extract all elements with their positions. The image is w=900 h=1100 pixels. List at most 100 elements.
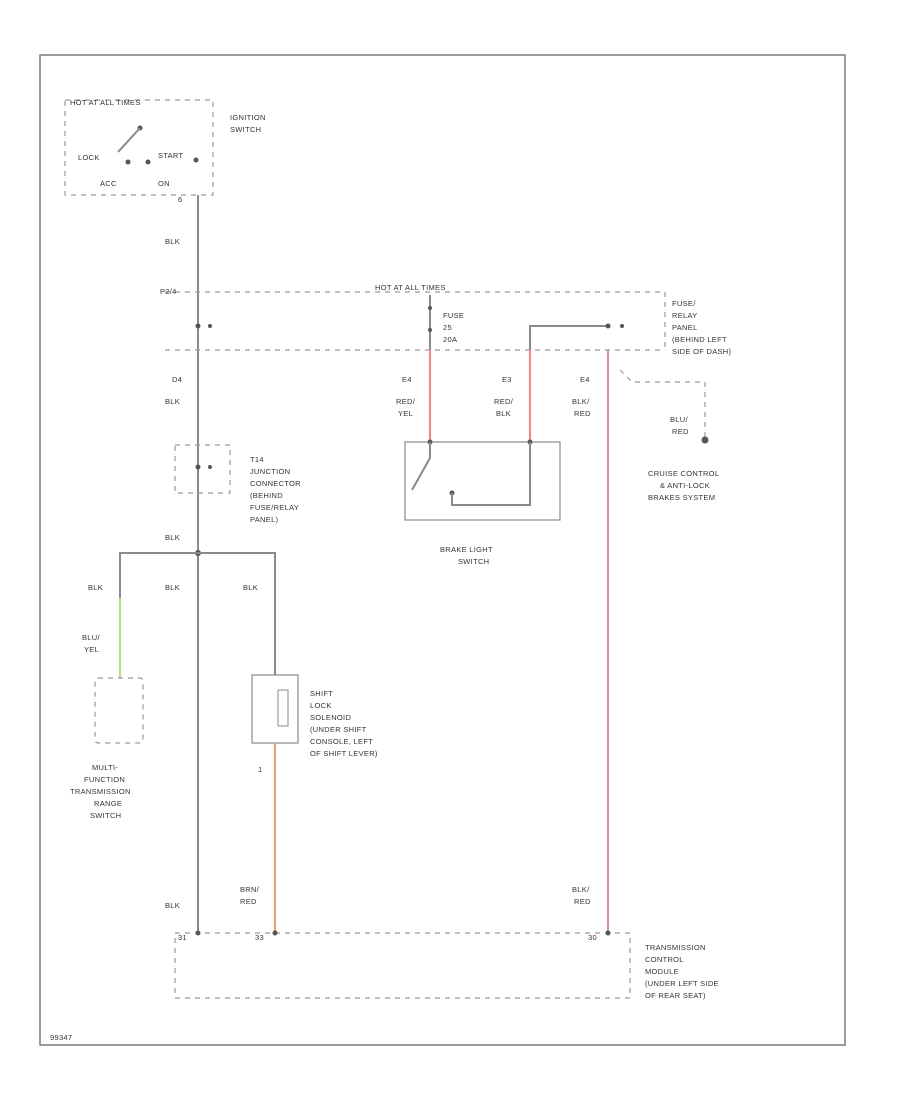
solenoid-title-3: SOLENOID — [310, 713, 351, 722]
diagram-frame — [39, 54, 846, 1046]
fuse-panel-title-4: (BEHIND LEFT — [672, 335, 727, 344]
cruise-title-1: CRUISE CONTROL — [648, 469, 719, 478]
fuse-panel-pin-label: P2/4 — [160, 287, 177, 296]
fuse-label-1: FUSE — [443, 311, 464, 320]
junction-connector: T14 JUNCTION CONNECTOR (BEHIND FUSE/RELA… — [174, 444, 301, 524]
brake-switch-arm — [411, 457, 431, 491]
multi-function-switch-box — [94, 677, 144, 744]
ignition-pin-label: 6 — [178, 195, 182, 204]
ignition-switch-arm — [117, 127, 141, 153]
branch-wire-right — [198, 552, 276, 675]
wire-label: RED — [240, 897, 257, 906]
pin-label-e4b: E4 — [580, 375, 590, 384]
fuse-label-3: 20A — [443, 335, 457, 344]
fuse-panel-title-5: SIDE OF DASH) — [672, 347, 732, 356]
fuse-panel-internal-link — [529, 325, 608, 350]
junction-title-4: (BEHIND — [250, 491, 283, 500]
brake-light-switch-box — [404, 441, 561, 521]
fuse-relay-panel: HOT AT ALL TIMES P2/4 FUSE 25 20A FUSE/ … — [160, 283, 732, 356]
wire-label: BLU/ — [670, 415, 688, 424]
wire-label: BLK — [243, 583, 258, 592]
junction-title-6: PANEL) — [250, 515, 279, 524]
tcm-terminal — [272, 930, 278, 936]
ignition-switch-box — [64, 99, 214, 196]
tcm-title-5: OF REAR SEAT) — [645, 991, 706, 1000]
multi-function-switch: MULTI- FUNCTION TRANSMISSION RANGE SWITC… — [70, 677, 144, 820]
wire-label: BLK — [165, 237, 180, 246]
pin-label: 1 — [258, 765, 262, 774]
brake-switch-title-2: SWITCH — [458, 557, 489, 566]
wire-label: YEL — [84, 645, 99, 654]
wire-label: BRN/ — [240, 885, 260, 894]
ignition-lock-label: LOCK — [78, 153, 100, 162]
solenoid-coil — [277, 689, 289, 727]
mfts-title-4: RANGE — [94, 799, 122, 808]
footer-code: 99347 — [50, 1033, 72, 1042]
wire-label: BLK — [165, 583, 180, 592]
wire-label: BLK — [165, 533, 180, 542]
cruise-title-2: & ANTI-LOCK — [660, 481, 710, 490]
fuse-panel-contact — [620, 324, 624, 328]
branch-wire-left — [119, 552, 198, 598]
tcm-title-3: MODULE — [645, 967, 679, 976]
wire-label: BLU/ — [82, 633, 100, 642]
tcm-title-1: TRANSMISSION — [645, 943, 706, 952]
wire-label: BLK/ — [572, 885, 590, 894]
ignition-title-1: IGNITION — [230, 113, 266, 122]
tcm-terminal — [195, 930, 201, 936]
wire-label: BLK — [165, 397, 180, 406]
tcm-terminal — [605, 930, 611, 936]
brake-switch-title-1: BRAKE LIGHT — [440, 545, 493, 554]
junction-contact — [208, 465, 212, 469]
ignition-contact — [145, 159, 151, 165]
ignition-acc-label: ACC — [100, 179, 117, 188]
pin-label-e3: E3 — [502, 375, 512, 384]
wire-label: RED — [574, 897, 591, 906]
ignition-hot-label: HOT AT ALL TIMES — [70, 98, 141, 107]
ignition-switch: HOT AT ALL TIMES IGNITION SWITCH LOCK ST… — [64, 98, 266, 204]
transmission-control-module: 31 33 30 TRANSMISSION CONTROL MODULE (UN… — [174, 930, 719, 1000]
solenoid-title-1: SHIFT — [310, 689, 333, 698]
fuse-panel-hot-label: HOT AT ALL TIMES — [375, 283, 446, 292]
fuse-25-contact — [428, 306, 432, 310]
solenoid-title-5: CONSOLE, LEFT — [310, 737, 373, 746]
fuse-25-contact — [428, 328, 432, 332]
tcm-pin-label: 31 — [178, 933, 187, 942]
wire-label: BLK — [165, 901, 180, 910]
pin-label-e4: E4 — [402, 375, 412, 384]
brake-switch-return — [451, 442, 531, 506]
brake-light-switch: BRAKE LIGHT SWITCH — [404, 439, 561, 566]
pin-label-d4: D4 — [172, 375, 182, 384]
mfts-title-1: MULTI- — [92, 763, 118, 772]
wire-label: BLK — [88, 583, 103, 592]
cruise-branch-terminal — [701, 436, 709, 444]
mfts-title-3: TRANSMISSION — [70, 787, 131, 796]
fuse-label-2: 25 — [443, 323, 452, 332]
ignition-contact — [193, 157, 199, 163]
cruise-branch-wire — [619, 369, 706, 440]
shift-lock-solenoid: SHIFT LOCK SOLENOID (UNDER SHIFT CONSOLE… — [251, 674, 378, 758]
fuse-panel-contact — [208, 324, 212, 328]
junction-title-1: T14 — [250, 455, 264, 464]
junction-connector-box — [174, 444, 231, 494]
fuse-panel-title-3: PANEL — [672, 323, 698, 332]
ignition-contact — [125, 159, 131, 165]
tcm-pin-label: 30 — [588, 933, 597, 942]
wire-label: BLK — [496, 409, 511, 418]
tcm-title-2: CONTROL — [645, 955, 684, 964]
wire-label: BLK/ — [572, 397, 590, 406]
ignition-on-label: ON — [158, 179, 170, 188]
fuse-panel-contact — [195, 323, 201, 329]
wire-label: RED — [574, 409, 591, 418]
mfts-title-2: FUNCTION — [84, 775, 125, 784]
junction-title-3: CONNECTOR — [250, 479, 301, 488]
solenoid-title-4: (UNDER SHIFT — [310, 725, 367, 734]
junction-title-2: JUNCTION — [250, 467, 290, 476]
wire-label: RED — [672, 427, 689, 436]
junction-contact — [195, 464, 201, 470]
wire-label: RED/ — [494, 397, 514, 406]
wire-label: RED/ — [396, 397, 416, 406]
tcm-box — [174, 932, 631, 999]
fuse-panel-contact — [605, 323, 611, 329]
